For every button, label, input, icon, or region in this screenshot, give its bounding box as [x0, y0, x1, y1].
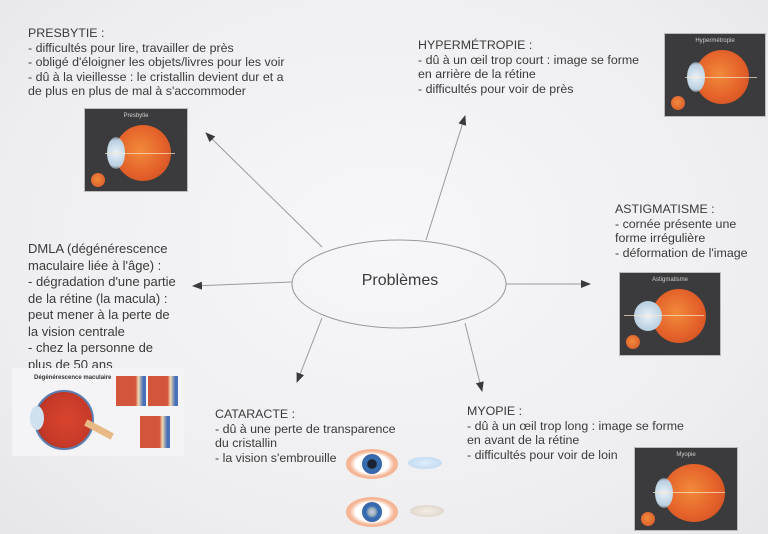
- arrow-to-dmla: [192, 281, 293, 290]
- presbytie-eye-illustration: Presbytie: [84, 108, 188, 192]
- node-line: - dégradation d'une partie: [28, 274, 176, 289]
- node-title: HYPERMÉTROPIE :: [418, 38, 533, 52]
- transparent-lens-illustration: [408, 457, 442, 469]
- node-line: - cornée présente une: [615, 216, 737, 231]
- node-title: ASTIGMATISME :: [615, 202, 715, 216]
- node-line: - dû à une perte de transparence: [215, 421, 396, 436]
- node-astigmatisme: ASTIGMATISME : - cornée présente une for…: [615, 202, 748, 260]
- node-line: maculaire liée à l'âge) :: [28, 257, 162, 273]
- node-line: la vision centrale: [28, 323, 125, 339]
- node-line: - difficultés pour voir de loin: [467, 447, 618, 462]
- image-caption: Hypermétropie: [695, 38, 735, 44]
- arrow-to-hypermetropie: [425, 115, 467, 241]
- node-line: - difficultés pour voir de près: [418, 81, 574, 96]
- node-line: plus de 50 ans: [28, 356, 113, 372]
- node-dmla: DMLA (dégénérescence maculaire liée à l'…: [28, 241, 176, 373]
- node-title: PRESBYTIE :: [28, 26, 105, 40]
- arrow-to-presbytie: [205, 132, 323, 248]
- node-line: - difficultés pour lire, travailler de p…: [28, 40, 234, 55]
- node-line: de plus en plus de mal à s'accommoder: [28, 84, 246, 99]
- node-line: - obligé d'éloigner les objets/livres po…: [28, 55, 285, 70]
- node-line: - dû à un œil trop long : image se forme: [467, 418, 684, 433]
- node-hypermetropie: HYPERMÉTROPIE : - dû à un œil trop court…: [418, 38, 639, 96]
- node-presbytie: PRESBYTIE : - difficultés pour lire, tra…: [28, 26, 285, 99]
- image-caption: Myopie: [676, 452, 696, 458]
- dmla-macular-degeneration-illustration: Dégénérescence maculaire: [12, 368, 184, 456]
- node-line: en arrière de la rétine: [418, 67, 536, 82]
- image-caption: Astigmatisme: [651, 277, 688, 283]
- node-myopie: MYOPIE : - dû à un œil trop long : image…: [467, 404, 684, 462]
- hypermetropie-eye-illustration: Hypermétropie: [664, 33, 766, 117]
- node-line: du cristallin: [215, 436, 277, 451]
- healthy-eye-illustration: [346, 449, 398, 479]
- node-title: CATARACTE :: [215, 407, 296, 421]
- astigmatisme-eye-illustration: Astigmatisme: [619, 272, 721, 356]
- node-cataracte: CATARACTE : - dû à une perte de transpar…: [215, 407, 395, 465]
- image-caption: Presbytie: [123, 113, 149, 119]
- node-title: DMLA (dégénérescence: [28, 241, 168, 256]
- cataract-eye-illustration: [346, 497, 398, 527]
- node-line: de la rétine (la macula) :: [28, 290, 168, 306]
- node-line: peut mener à la perte de: [28, 307, 170, 322]
- node-line: en avant de la rétine: [467, 433, 580, 448]
- myopie-eye-illustration: Myopie: [634, 447, 738, 531]
- node-line: - chez la personne de: [28, 340, 154, 355]
- image-caption: Dégénérescence maculaire: [34, 375, 112, 381]
- node-line: forme irrégulière: [615, 231, 706, 246]
- node-line: - dû à un œil trop court : image se form…: [418, 52, 640, 67]
- node-line: - la vision s'embrouille: [215, 450, 337, 465]
- opaque-lens-illustration: [410, 505, 444, 517]
- center-node-label: Problèmes: [361, 272, 439, 289]
- arrow-to-cataracte: [296, 317, 323, 383]
- node-line: - déformation de l'image: [615, 245, 748, 260]
- node-line: - dû à la vieillesse : le cristallin dev…: [28, 69, 284, 84]
- node-title: MYOPIE :: [467, 404, 523, 418]
- arrow-to-myopie: [464, 322, 484, 392]
